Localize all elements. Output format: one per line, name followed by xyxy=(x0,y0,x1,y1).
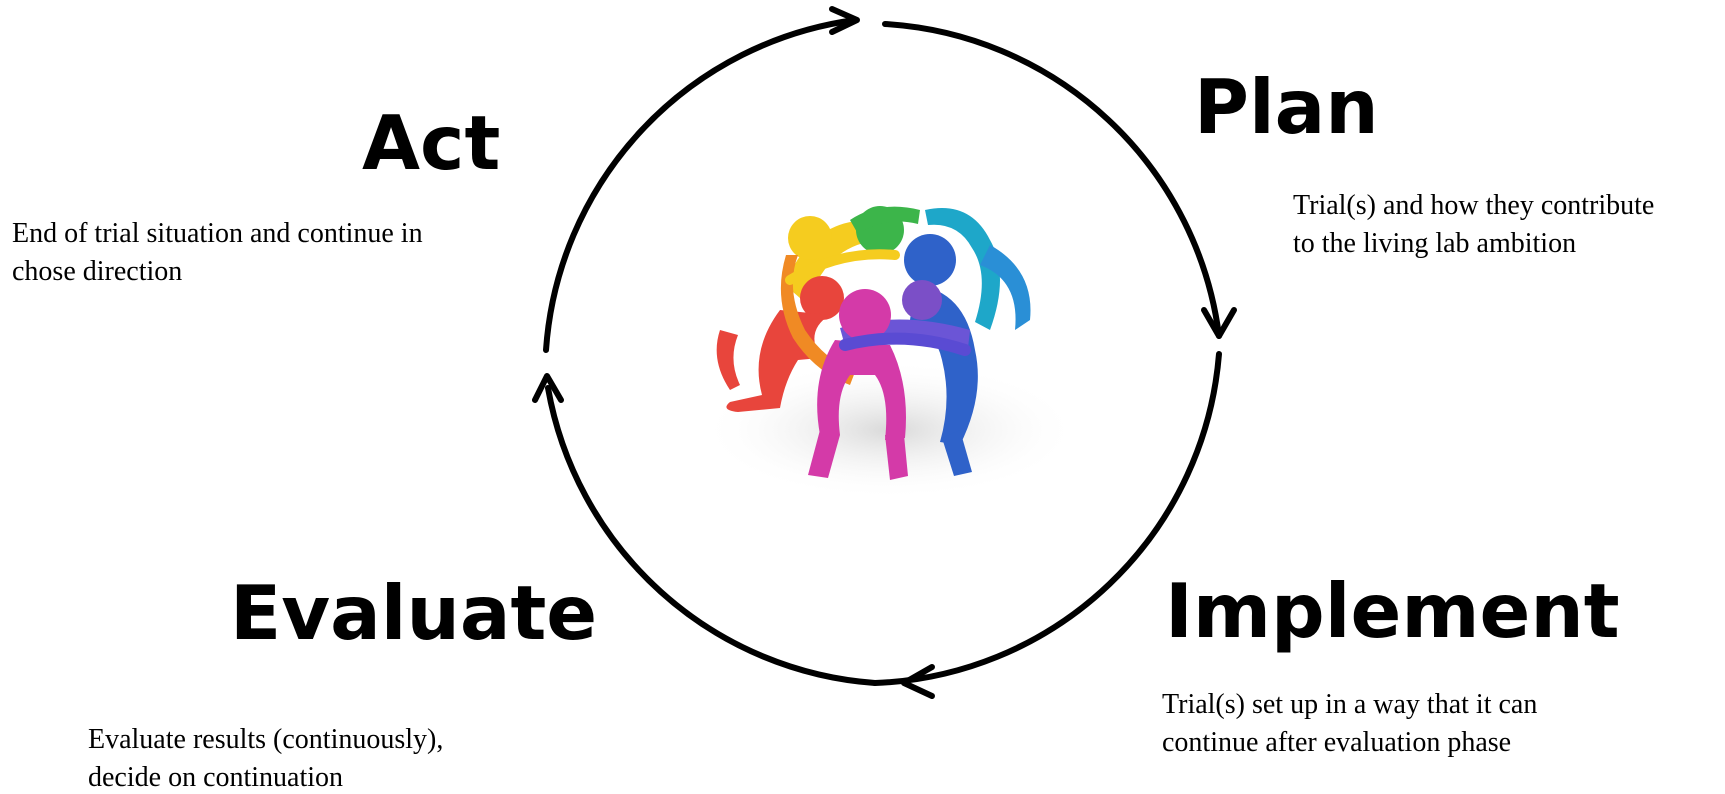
phase-description-plan: Trial(s) and how they contribute to the … xyxy=(1293,187,1654,263)
phase-title-evaluate: Evaluate xyxy=(230,569,598,657)
phase-title-plan: Plan xyxy=(1194,63,1379,151)
description-line: continue after evaluation phase xyxy=(1162,727,1512,758)
description-line: Trial(s) and how they contribute xyxy=(1293,190,1655,221)
arc-act-to-plan xyxy=(543,17,858,353)
arc-evaluate-to-act xyxy=(545,385,878,686)
phase-description-evaluate: Evaluate results (continuously), decide … xyxy=(88,721,443,794)
arrowhead-up-left xyxy=(532,373,564,403)
phase-description-act: End of trial situation and continue in c… xyxy=(12,215,423,291)
phase-title-act: Act xyxy=(362,99,501,187)
figure-teal xyxy=(925,208,1031,330)
description-line: chose direction xyxy=(12,256,183,287)
description-line: to the living lab ambition xyxy=(1293,228,1577,259)
arrowhead-bottom-left xyxy=(901,664,935,699)
figure-arm-highlights xyxy=(785,249,971,356)
arrowhead-down-right xyxy=(1201,307,1237,339)
description-line: Evaluate results (continuously), xyxy=(88,724,444,755)
team-huddle-illustration xyxy=(700,206,1080,500)
arc-implement-to-evaluate xyxy=(872,351,1222,686)
description-line: decide on continuation xyxy=(88,762,344,793)
phase-title-implement: Implement xyxy=(1165,567,1620,655)
arrowhead-top-right xyxy=(829,6,860,35)
phase-description-implement: Trial(s) set up in a way that it can con… xyxy=(1162,686,1537,762)
description-line: End of trial situation and continue in xyxy=(12,218,423,249)
arc-plan-to-implement xyxy=(882,21,1222,339)
description-line: Trial(s) set up in a way that it can xyxy=(1162,689,1538,720)
figure-magenta xyxy=(808,289,908,480)
figure-green xyxy=(850,206,920,254)
